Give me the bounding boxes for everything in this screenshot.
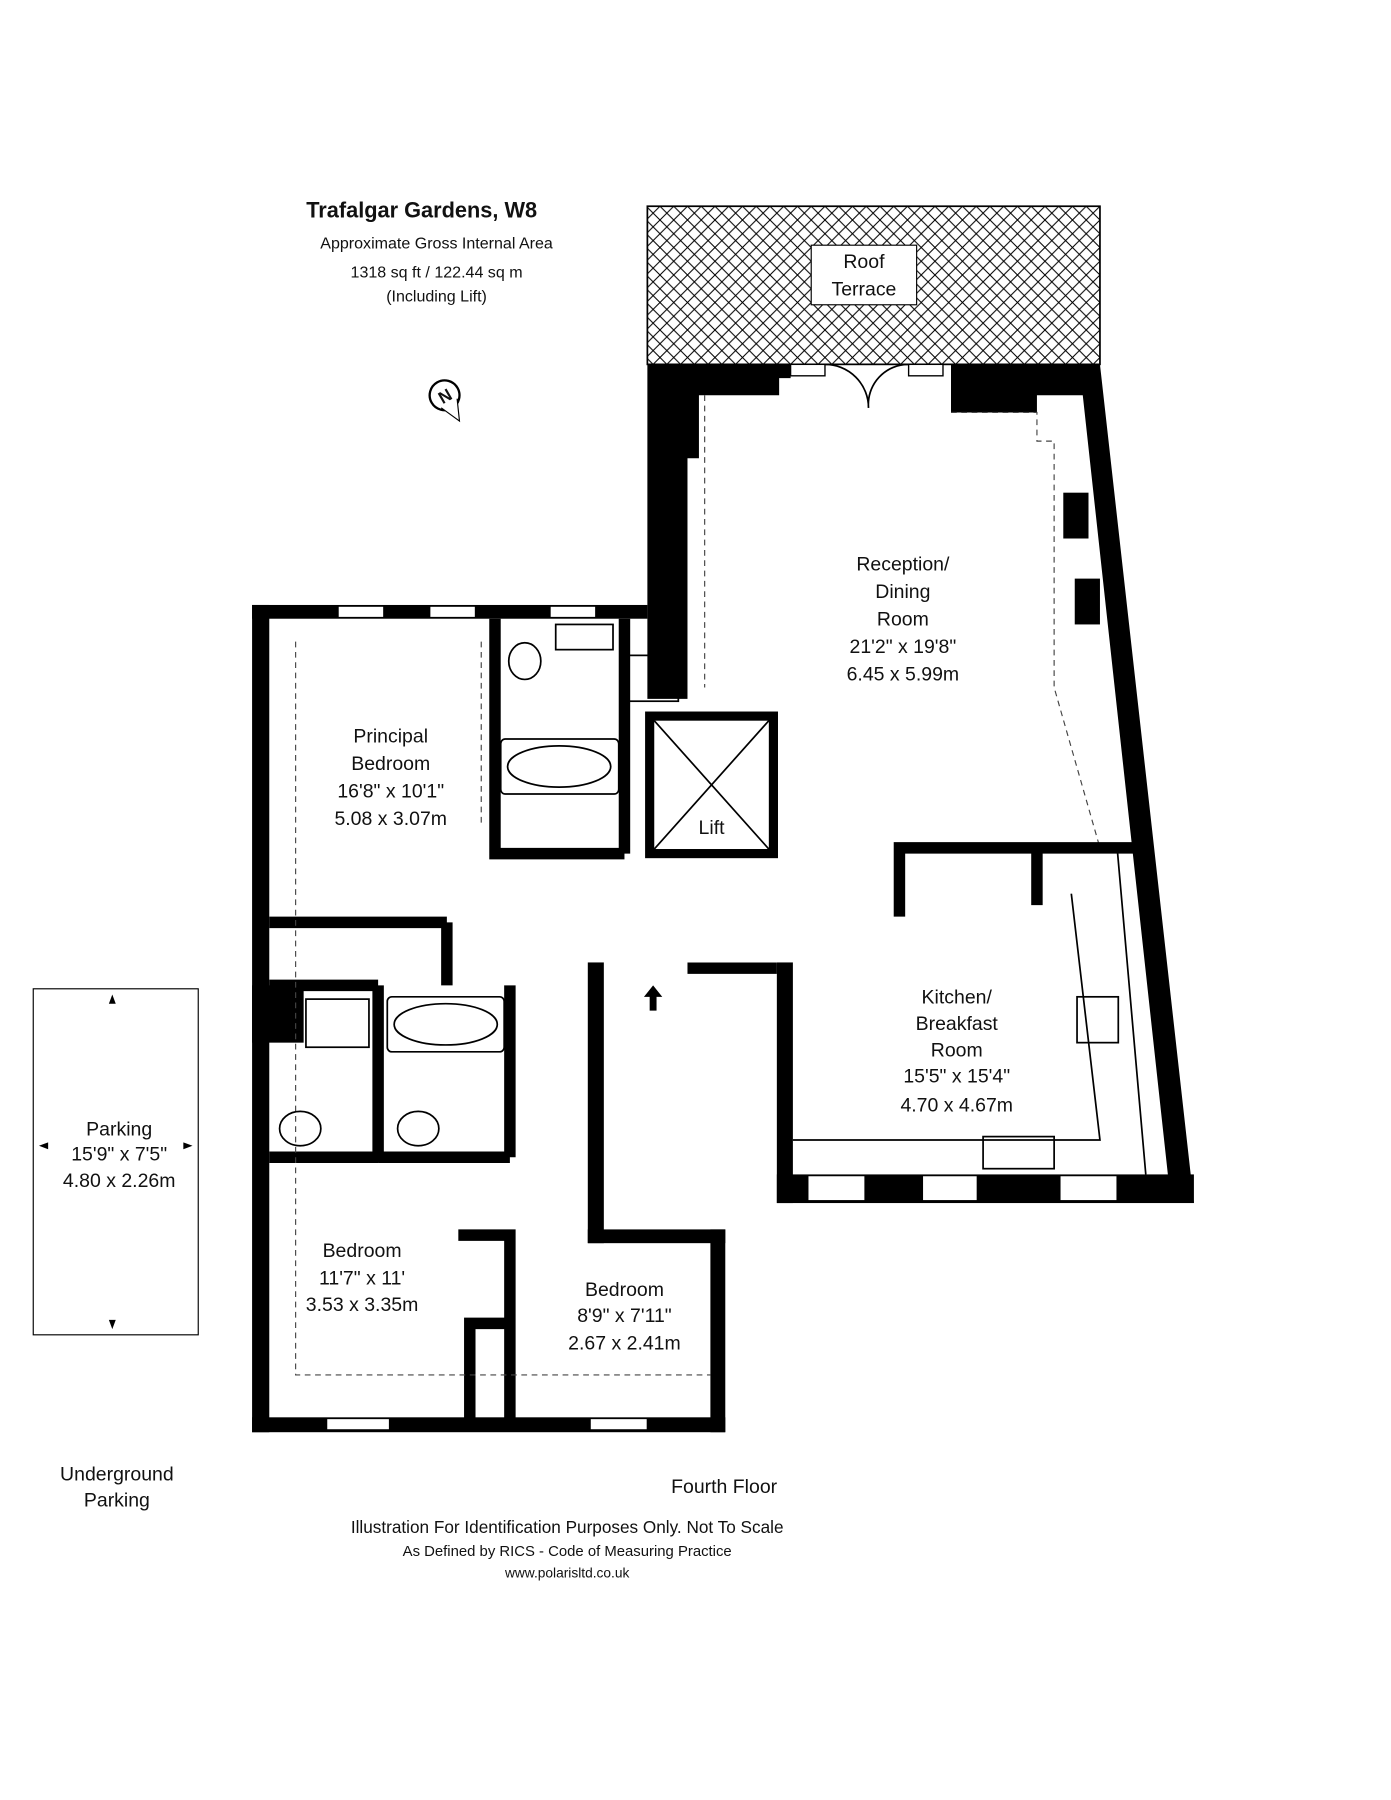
bathroom-fixtures [278,623,680,1147]
area-value: 1318 sq ft / 122.44 sq m [351,263,523,281]
kitchen-label-1: Kitchen/ [922,987,993,1009]
website-link: www.polarisltd.co.uk [504,1566,630,1581]
compass-icon: N [428,379,461,423]
floor-label: Fourth Floor [671,1476,778,1498]
principal-label-1: Principal [353,725,428,747]
terrace-label-2: Terrace [831,279,896,301]
disclaimer-line-1: Illustration For Identification Purposes… [351,1517,784,1537]
disclaimer-line-2: As Defined by RICS - Code of Measuring P… [403,1544,732,1560]
kitchen-dims-imperial: 15'5" x 15'4" [903,1066,1010,1088]
bedroom3-dims-metric: 2.67 x 2.41m [568,1333,681,1355]
parking-space: Parking 15'9" x 7'5" 4.80 x 2.26m [32,988,199,1336]
plan-header: Trafalgar Gardens, W8 Approximate Gross … [306,198,553,306]
bedroom-wing-walls [252,604,777,1433]
bedroom2-dims-metric: 3.53 x 3.35m [306,1294,419,1316]
underground-label-2: Parking [84,1490,150,1512]
roof-terrace: Roof Terrace [646,205,1101,366]
kitchen-label-3: Room [931,1039,983,1061]
principal-dims-imperial: 16'8" x 10'1" [337,780,444,802]
area-label: Approximate Gross Internal Area [320,235,553,253]
bedroom3-dims-imperial: 8'9" x 7'11" [577,1305,672,1327]
terrace-label-1: Roof [843,251,885,273]
kitchen-label-2: Breakfast [916,1013,999,1035]
principal-label-2: Bedroom [351,753,430,775]
reception-dims-imperial: 21'2" x 19'8" [849,636,956,658]
reception-label-3: Room [877,609,929,631]
principal-dims-metric: 5.08 x 3.07m [334,808,447,830]
kitchen-dims-metric: 4.70 x 4.67m [900,1094,1013,1116]
bedroom3-label: Bedroom [585,1279,664,1301]
kitchen-walls [776,842,1194,1204]
bedroom2-label: Bedroom [323,1240,402,1262]
reception-label-2: Dining [875,581,930,603]
lift-label: Lift [699,817,726,839]
reception-dims-metric: 6.45 x 5.99m [847,664,960,686]
parking-dims-imperial: 15'9" x 7'5" [71,1144,167,1166]
reception-label-1: Reception/ [856,554,950,576]
property-title: Trafalgar Gardens, W8 [306,198,537,223]
area-note: (Including Lift) [386,287,487,305]
parking-label: Parking [86,1118,152,1140]
reception-walls [647,363,1194,1204]
parking-dims-metric: 4.80 x 2.26m [63,1170,176,1192]
underground-label-1: Underground [60,1463,174,1485]
bedroom2-dims-imperial: 11'7" x 11' [319,1267,405,1289]
entrance-arrow-icon [643,985,663,1011]
lift-shaft: Lift [645,711,778,859]
